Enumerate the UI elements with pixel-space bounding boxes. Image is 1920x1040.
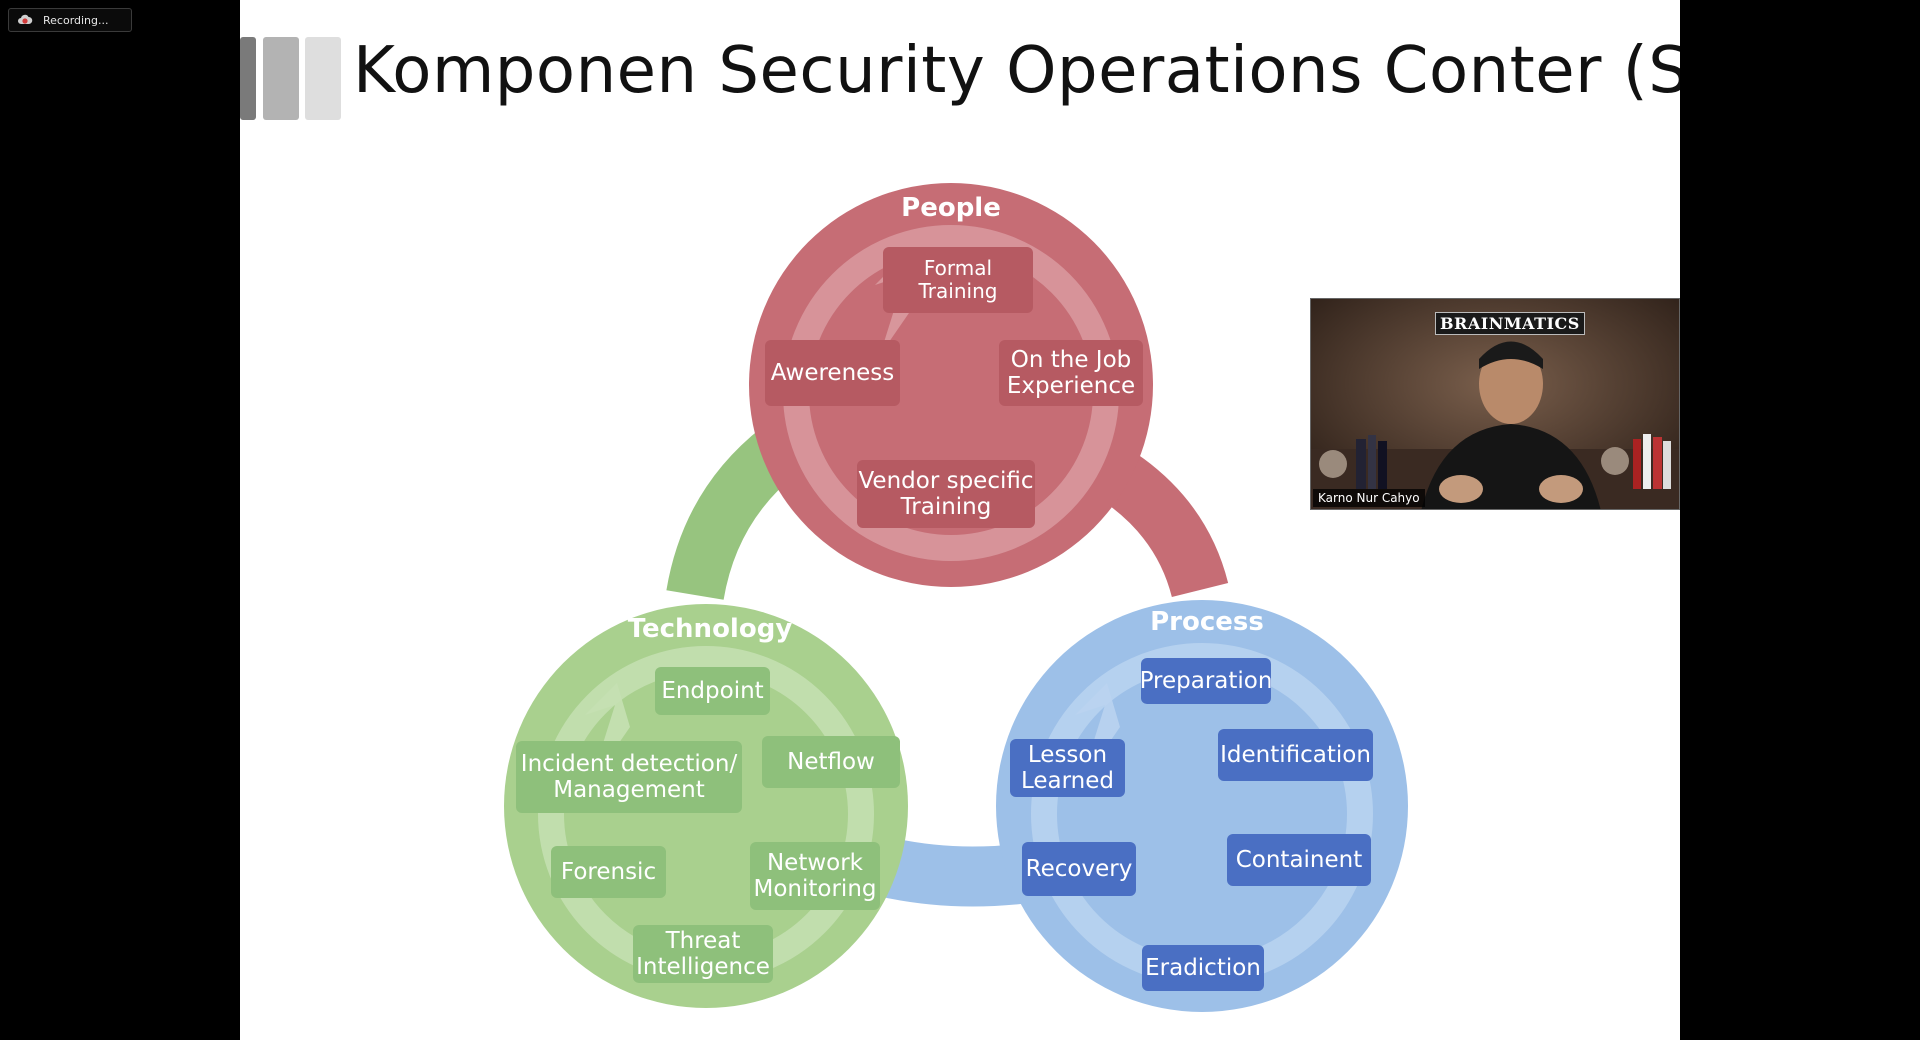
technology-item-endpoint: Endpoint xyxy=(655,667,770,715)
participant-name: Karno Nur Cahyo xyxy=(1313,489,1425,507)
brainmatics-logo: BRAINMATICS xyxy=(1435,312,1585,335)
technology-heading: Technology xyxy=(627,614,793,644)
process-item-eradiction: Eradiction xyxy=(1142,945,1264,991)
technology-item-network-monitoring: Network Monitoring xyxy=(750,842,880,910)
people-heading: People xyxy=(901,193,1001,223)
presentation-slide: Komponen Security Operations Conter (SOC… xyxy=(240,0,1680,1040)
slide-title: Komponen Security Operations Conter (SOC… xyxy=(353,34,1680,108)
people-item-awereness: Awereness xyxy=(765,340,900,406)
title-bar-mid xyxy=(263,37,299,120)
technology-item-netflow: Netflow xyxy=(762,736,900,788)
process-item-recovery: Recovery xyxy=(1022,842,1136,896)
recording-indicator[interactable]: Recording... xyxy=(8,8,132,32)
technology-item-incident-detection-management: Incident detection/ Management xyxy=(516,741,742,813)
people-item-formal-training: Formal Training xyxy=(883,247,1033,313)
people-item-on-the-job-experience: On the Job Experience xyxy=(999,340,1143,406)
process-item-identification: Identification xyxy=(1218,729,1373,781)
title-bar-light xyxy=(305,37,341,120)
connector-technology-people xyxy=(666,427,799,601)
participant-video[interactable]: BRAINMATICS Karno Nur Cahyo xyxy=(1310,298,1680,510)
people-item-vendor-specific-training: Vendor specific Training xyxy=(857,460,1035,528)
process-item-lesson-learned: Lesson Learned xyxy=(1010,739,1125,797)
process-heading: Process xyxy=(1150,607,1264,637)
recording-cloud-icon xyxy=(17,14,33,26)
recording-label: Recording... xyxy=(43,13,109,27)
technology-item-threat-intelligence: Threat Intelligence xyxy=(633,925,773,983)
technology-item-forensic: Forensic xyxy=(551,846,666,898)
process-item-preparation: Preparation xyxy=(1140,658,1272,704)
process-item-containent: Containent xyxy=(1227,834,1371,886)
process-cycle-arrow xyxy=(1075,683,1120,785)
technology-cycle-arrow xyxy=(585,683,630,785)
title-bar-dark xyxy=(240,37,256,120)
